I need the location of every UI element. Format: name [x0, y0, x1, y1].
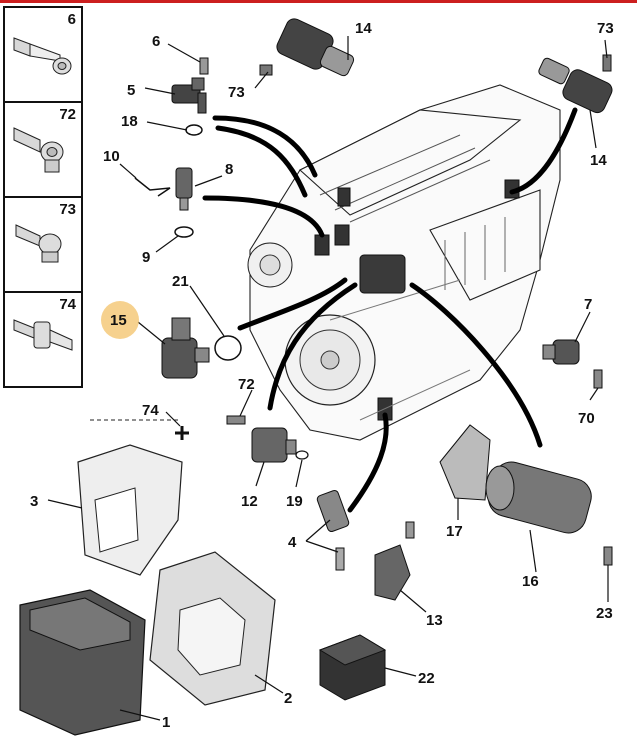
part-17-bracket — [439, 424, 491, 501]
callout-22: 22 — [418, 670, 435, 687]
callout-2: 2 — [284, 690, 292, 707]
top-accent-bar — [0, 0, 637, 3]
part-3-bracket — [77, 419, 183, 576]
screw-panel: 6 72 73 74 — [3, 6, 83, 388]
callout-21: 21 — [172, 273, 189, 290]
callout-72: 72 — [238, 376, 255, 393]
engine-actuator — [359, 254, 406, 294]
part-6-screw — [199, 57, 209, 75]
callout-16: 16 — [522, 573, 539, 590]
part-14-solenoid-top — [276, 18, 355, 77]
part-19-oring — [295, 450, 309, 460]
callout-13: 13 — [426, 612, 443, 629]
screw-73: 73 — [15, 201, 76, 263]
stud-icon — [13, 319, 73, 351]
callout-8: 8 — [225, 161, 233, 178]
callout-7: 7 — [584, 296, 592, 313]
callout-6: 6 — [152, 33, 160, 50]
part-14-solenoid-right — [538, 54, 613, 114]
callout-23: 23 — [596, 605, 613, 622]
callout-10: 10 — [103, 148, 120, 165]
bolt-icon — [15, 224, 62, 263]
screw-74-label: 74 — [59, 296, 76, 313]
part-21-oring — [214, 335, 242, 361]
callout-1: 1 — [162, 714, 170, 731]
callout-12: 12 — [241, 493, 258, 510]
callout-19: 19 — [286, 493, 303, 510]
bolt-icon — [13, 37, 72, 75]
part-12-sensor — [251, 427, 297, 463]
leader-lines — [47, 36, 609, 721]
part-15-valve — [161, 317, 210, 379]
part-2-cover — [149, 551, 276, 706]
callout-70: 70 — [578, 410, 595, 427]
screw-72-label: 72 — [59, 106, 76, 123]
callout-9: 9 — [142, 249, 150, 266]
part-23-bolt — [603, 546, 613, 566]
part-13-bracket — [374, 521, 415, 601]
callout-3: 3 — [30, 493, 38, 510]
screw-73-label: 73 — [59, 201, 76, 218]
callout-74: 74 — [142, 402, 159, 419]
screw-72: 72 — [13, 106, 76, 173]
part-9-oring — [174, 226, 194, 238]
callout-14-top: 14 — [355, 20, 372, 37]
screw-74: 74 — [13, 296, 77, 351]
callout-5: 5 — [127, 82, 135, 99]
part-10-clip — [134, 177, 171, 197]
callout-17: 17 — [446, 523, 463, 540]
part-72-bolt — [226, 415, 246, 425]
part-7-sensor — [542, 339, 580, 365]
harness-lines — [202, 107, 578, 513]
screw-6-label: 6 — [68, 11, 76, 28]
callout-15: 15 — [110, 312, 127, 329]
part-70-bolt — [593, 369, 603, 389]
part-18-oring — [185, 124, 203, 136]
callouts: 14 73 6 5 18 73 14 8 10 9 21 15 7 70 72 … — [30, 20, 614, 731]
part-5-sensor — [171, 77, 207, 114]
part-74-stud — [175, 426, 189, 440]
screw-6: 6 — [13, 11, 76, 75]
callout-73-right: 73 — [597, 20, 614, 37]
callout-14-right: 14 — [590, 152, 607, 169]
part-4-sensor — [316, 490, 350, 571]
highlight-marker — [101, 301, 139, 339]
part-22-module — [318, 634, 387, 701]
part-73-bolt-top — [259, 64, 273, 76]
part-8-sensor — [175, 167, 193, 211]
callout-18: 18 — [121, 113, 138, 130]
part-1-ecu — [19, 589, 146, 736]
bolt-icon — [13, 127, 64, 173]
part-16-starter — [485, 461, 592, 534]
callout-73-top: 73 — [228, 84, 245, 101]
callout-4: 4 — [288, 534, 297, 551]
